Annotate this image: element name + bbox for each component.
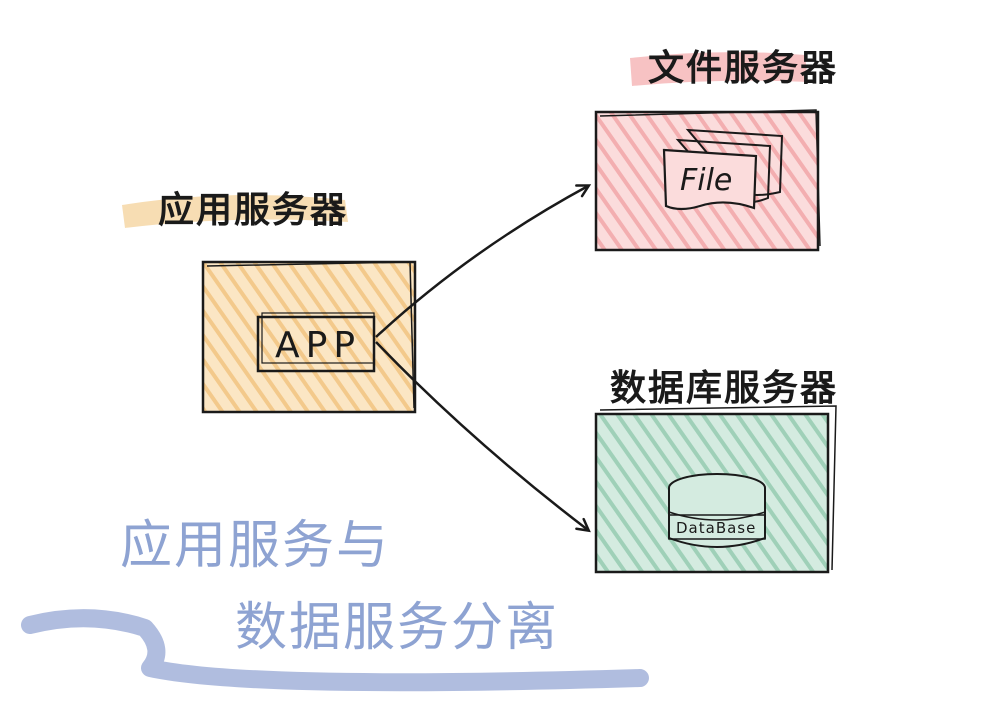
file-server-group: 文件服务器 File — [594, 48, 838, 252]
app-inner-label: APP — [275, 325, 361, 366]
file-server-label: 文件服务器 — [648, 48, 838, 89]
database-icon: DataBase — [668, 473, 766, 548]
caption-line-1: 应用服务与 — [120, 516, 390, 576]
database-icon-label: DataBase — [676, 519, 756, 537]
db-server-label: 数据库服务器 — [610, 368, 838, 409]
arrow-app-to-db — [375, 341, 591, 533]
caption-underline-stroke — [21, 609, 649, 692]
file-icon-label: File — [680, 163, 732, 198]
caption-group: 应用服务与 数据服务分离 — [21, 516, 649, 692]
app-server-group: 应用服务器 APP — [122, 190, 417, 414]
app-server-box — [201, 260, 417, 414]
arrow-app-to-file — [375, 184, 592, 338]
file-icon: File — [662, 128, 784, 211]
caption-line-2: 数据服务分离 — [235, 598, 559, 658]
file-server-label-highlight — [630, 52, 808, 86]
app-server-label-highlight — [122, 195, 348, 228]
db-server-group: 数据库服务器 DataBase — [594, 368, 838, 574]
app-server-label: 应用服务器 — [158, 190, 348, 231]
